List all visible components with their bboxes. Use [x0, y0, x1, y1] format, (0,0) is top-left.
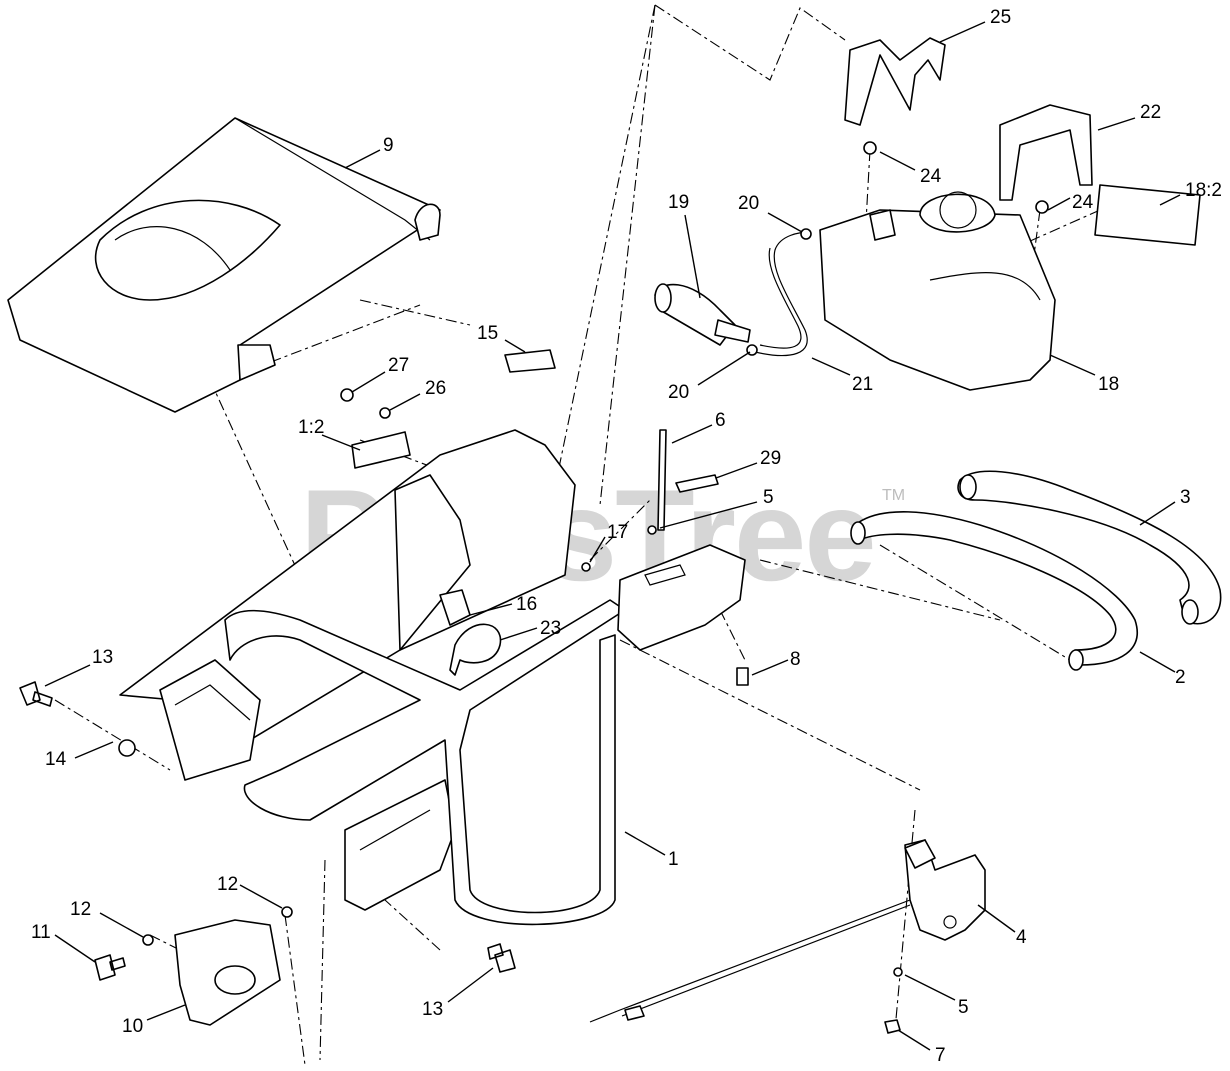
washer-26-part — [379, 407, 391, 419]
callout-11: 11 — [31, 922, 51, 943]
bolt-13b-part — [487, 943, 516, 973]
washer-14-part — [118, 739, 136, 757]
callout-7: 7 — [935, 1045, 946, 1066]
callout-18: 18 — [1098, 374, 1119, 395]
callout-18-2: 18:2 — [1185, 180, 1222, 201]
main-frame-part — [119, 429, 576, 911]
watermark-trademark: TM — [882, 487, 905, 504]
callout-12: 12 — [217, 874, 238, 895]
bolt-8-part — [736, 667, 749, 686]
callout-3: 3 — [1180, 487, 1191, 508]
callout-12: 12 — [70, 899, 91, 920]
callout-1: 1 — [668, 849, 679, 870]
nut-24a-part — [863, 141, 877, 155]
callout-20: 20 — [668, 382, 689, 403]
clamp-20a-part — [800, 228, 812, 240]
callout-24: 24 — [920, 166, 942, 187]
callout-23: 23 — [540, 618, 561, 639]
callout-25: 25 — [990, 7, 1011, 28]
callout-17: 17 — [607, 522, 628, 543]
callout-20: 20 — [738, 193, 759, 214]
callout-29: 29 — [760, 448, 781, 469]
callout-5: 5 — [763, 487, 774, 508]
knob-11-part — [94, 954, 126, 981]
handle-frame-part — [224, 599, 626, 926]
callout-5: 5 — [958, 997, 969, 1018]
washer-5a-part — [647, 525, 657, 535]
leader-lines — [44, 21, 1181, 1051]
callout-2: 2 — [1175, 667, 1186, 688]
callout-14: 14 — [45, 749, 67, 770]
decal-15-part — [504, 349, 556, 373]
bolt-6-part — [657, 429, 667, 531]
decal-18-2-part — [1094, 184, 1201, 246]
bracket-25-part — [844, 37, 946, 126]
nut-7-part — [884, 1019, 901, 1034]
control-lever-part — [589, 839, 986, 1023]
callout-21: 21 — [852, 374, 873, 395]
bag-part — [7, 117, 441, 413]
clamp-23-part — [449, 623, 502, 676]
callout-10: 10 — [122, 1016, 143, 1037]
bolt-27-part — [340, 388, 354, 402]
callout-labels: 25 22 24 24 18:2 9 19 20 15 20 21 18 27 … — [31, 7, 1222, 1066]
callout-8: 8 — [790, 649, 801, 670]
decal-1-2-part — [351, 431, 411, 469]
callout-16: 16 — [516, 594, 537, 615]
callout-19: 19 — [668, 192, 689, 213]
fuel-tank-part — [819, 191, 1056, 391]
callout-27: 27 — [388, 355, 409, 376]
control-bracket-part — [617, 544, 746, 651]
washer-5b-part — [893, 967, 903, 977]
fuel-filter-part — [654, 283, 751, 346]
callout-13: 13 — [92, 647, 113, 668]
fuel-hose-part — [754, 231, 811, 357]
bracket-22-part — [999, 104, 1093, 201]
callout-24: 24 — [1072, 192, 1094, 213]
callout-22: 22 — [1140, 102, 1161, 123]
callout-1-2: 1:2 — [298, 417, 324, 438]
nut-24b-part — [1035, 200, 1049, 214]
plate-10-part — [174, 919, 281, 1026]
nut-12a-part — [142, 934, 154, 946]
pin-17-part — [581, 562, 591, 572]
nut-12b-part — [281, 906, 293, 918]
clip-29-part — [675, 474, 719, 493]
callout-6: 6 — [715, 410, 726, 431]
callout-15: 15 — [477, 323, 498, 344]
callout-13: 13 — [422, 999, 443, 1020]
callout-26: 26 — [425, 378, 446, 399]
bolt-13a-part — [19, 681, 53, 707]
callout-9: 9 — [383, 135, 394, 156]
lower-handle-part — [854, 511, 1138, 666]
callout-4: 4 — [1016, 927, 1027, 948]
